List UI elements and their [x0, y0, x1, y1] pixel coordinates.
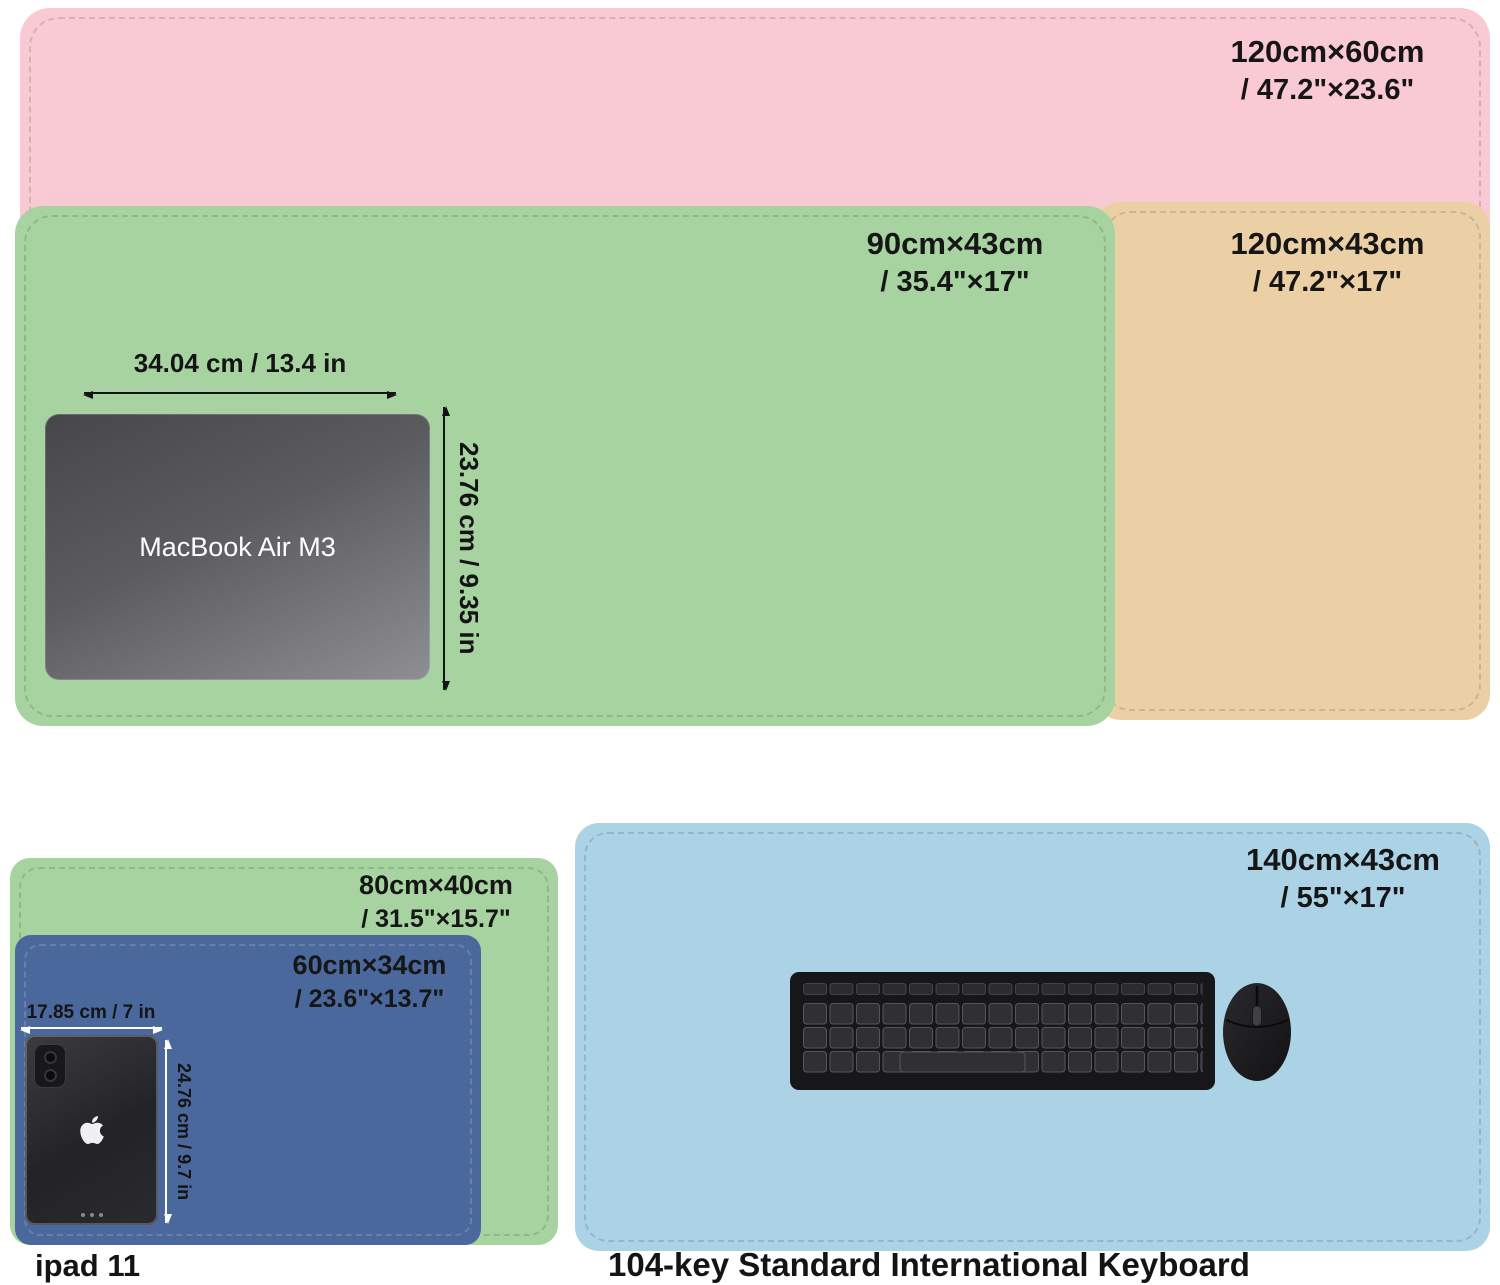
tan-size-cm: 120cm×43cm: [1230, 226, 1425, 261]
keyboard-illustration: [790, 972, 1215, 1090]
macbook-height-label: 23.76 cm / 9.35 in: [454, 442, 484, 655]
pink-size-in: / 47.2"×23.6": [1240, 74, 1415, 107]
sky-mat-size-label: 140cm×43cm / 55"×17": [1218, 840, 1468, 918]
sky-size-cm: 140cm×43cm: [1246, 842, 1440, 877]
sky-size-in: / 55"×17": [1280, 882, 1406, 915]
pink-size-cm: 120cm×60cm: [1230, 34, 1425, 69]
ipad-camera-icon: [34, 1044, 66, 1088]
ipad-speaker-dots: [80, 1213, 103, 1217]
ipad-illustration: [25, 1035, 158, 1225]
camera-lens-icon: [44, 1069, 57, 1082]
green-mat-size-label: 90cm×43cm / 35.4"×17": [820, 224, 1090, 302]
macbook-width-dim-line: [83, 391, 397, 399]
apple-logo-icon: [79, 1116, 104, 1144]
blue-size-cm: 60cm×34cm: [292, 950, 447, 980]
ipad-height-dim-line: [164, 1039, 172, 1224]
macbook-height-dim-line: [442, 406, 450, 691]
mouse-illustration: [1223, 983, 1291, 1081]
macbook-width-label: 34.04 cm / 13.4 in: [133, 348, 347, 378]
keyboard-caption: 104-key Standard International Keyboard: [608, 1246, 1250, 1283]
green-bl-size-label: 80cm×40cm / 31.5"×15.7": [322, 868, 550, 936]
macbook-illustration: MacBook Air M3: [45, 414, 430, 680]
green-size-in: / 35.4"×17": [880, 266, 1030, 299]
mat-tan-120x43: [1095, 202, 1490, 720]
blue-size-in: / 23.6"×13.7": [294, 985, 445, 1014]
camera-lens-icon: [44, 1051, 57, 1064]
ipad-height-label: 24.76 cm / 9.7 in: [174, 1062, 194, 1201]
green-size-cm: 90cm×43cm: [866, 226, 1044, 261]
ipad-width-label: 17.85 cm / 7 in: [26, 1002, 156, 1023]
ipad-caption: ipad 11: [35, 1248, 141, 1283]
ipad-width-dim-line: [20, 1026, 163, 1034]
tan-mat-size-label: 120cm×43cm / 47.2"×17": [1190, 224, 1465, 302]
blue-mat-size-label: 60cm×34cm / 23.6"×13.7": [272, 948, 467, 1016]
macbook-name: MacBook Air M3: [139, 531, 336, 562]
pink-mat-size-label: 120cm×60cm / 47.2"×23.6": [1190, 32, 1465, 110]
green-bl-size-in: / 31.5"×15.7": [361, 905, 511, 934]
tan-size-in: / 47.2"×17": [1252, 266, 1403, 299]
green-bl-size-cm: 80cm×40cm: [359, 870, 513, 900]
